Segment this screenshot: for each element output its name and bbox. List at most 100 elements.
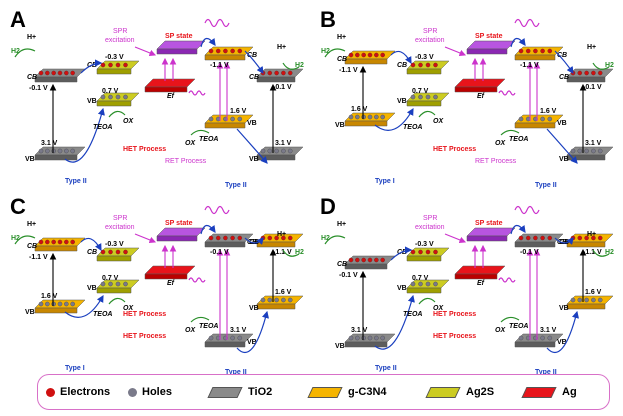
reduction-curl <box>282 62 300 70</box>
ag-block-top <box>454 78 506 88</box>
h-plus-label: H+ <box>27 221 36 228</box>
sp-state-band <box>466 40 516 55</box>
ag-block-top <box>144 78 196 88</box>
hole-dot <box>433 281 438 287</box>
fermi-level-label: Ef <box>477 93 485 100</box>
light-wave-icon <box>514 18 540 28</box>
electron-dot <box>287 235 293 241</box>
electron-dot <box>597 235 603 241</box>
electron-dot <box>433 249 438 255</box>
left-cb-potential: -1.1 V <box>29 254 48 261</box>
ret-wave <box>498 90 516 96</box>
far-cb-label: CB <box>559 74 569 81</box>
left-vb-potential: 3.1 V <box>41 140 58 147</box>
right-vb-label: VB <box>247 120 257 127</box>
far-vb-band <box>256 295 304 310</box>
hole-dot <box>418 281 423 287</box>
hole-dot <box>108 281 113 287</box>
electron-dot <box>281 235 286 241</box>
ag-block <box>144 265 196 280</box>
ag2s-cb-band-front <box>406 255 442 262</box>
electron-transfer-curve <box>390 246 413 261</box>
electron-dot <box>577 235 583 241</box>
right-type-label: Type II <box>535 182 557 189</box>
electron-dot <box>584 235 589 241</box>
cb-transfer-curve <box>244 50 264 74</box>
electron-dot <box>57 70 63 76</box>
hole-dot <box>425 281 431 287</box>
electron-dot <box>70 239 75 245</box>
electron-dot <box>274 235 279 241</box>
ag-block-front <box>144 86 188 93</box>
hole-dot <box>540 116 545 122</box>
electron-dot <box>51 239 56 245</box>
reduction-curl <box>14 235 36 245</box>
right-type-label: Type II <box>225 369 247 376</box>
far-vb-band <box>566 295 614 310</box>
left-vb-label: VB <box>335 343 345 350</box>
electron-dot <box>367 257 373 263</box>
sp-transfer-curve <box>510 224 526 235</box>
hole-dot <box>108 94 113 100</box>
h2-label: H2 <box>295 249 304 256</box>
electron-dot <box>287 70 293 76</box>
electron-dot <box>70 70 75 76</box>
electron-dot <box>38 239 44 245</box>
left-cb-band-front <box>344 263 388 270</box>
ag2s-vb-band-front <box>406 100 442 107</box>
far-vb-label: VB <box>559 156 569 163</box>
right-vb-band <box>204 333 254 348</box>
hole-dot <box>237 335 243 341</box>
spr-arrow <box>134 46 157 57</box>
ag2s-vb-band-front <box>96 287 132 294</box>
electron-dot <box>348 52 354 58</box>
het-process-label-upper: HET Process <box>433 311 476 318</box>
cb-transfer-curve <box>554 50 574 74</box>
hole-dot <box>260 297 266 303</box>
left-vb-label: VB <box>25 309 35 316</box>
right-vb-band <box>204 114 254 129</box>
electron-dot <box>45 70 50 76</box>
panel-letter: C <box>10 194 26 219</box>
mid-vb-potential: 0.7 V <box>102 275 119 282</box>
hole-dot <box>38 148 44 154</box>
left-type-label: Type II <box>65 178 87 185</box>
legend-electrons-label: Electrons <box>60 386 111 398</box>
right-vb-potential: 1.6 V <box>540 108 557 115</box>
ag-block-front <box>454 86 498 93</box>
electron-dot <box>361 257 366 263</box>
electron-dot <box>281 70 286 76</box>
panel-letter: D <box>320 194 336 219</box>
hole-dot <box>425 94 431 100</box>
het-process-label: HET Process <box>433 333 476 340</box>
electron-dot <box>274 70 279 76</box>
mid-vb-potential: 0.7 V <box>412 88 429 95</box>
hole-dot <box>51 148 56 154</box>
left-type-label: Type I <box>65 365 85 372</box>
left-vb-band-front <box>34 307 78 314</box>
electron-dot <box>100 62 106 68</box>
hole-dot <box>123 281 128 287</box>
hole-dot <box>361 335 366 341</box>
h-plus-label: H+ <box>27 34 36 41</box>
h-plus-label: H+ <box>277 231 286 238</box>
h-plus-label: H+ <box>587 231 596 238</box>
right-cb-potential: -0.1 V <box>520 249 539 256</box>
right-cb-potential: -1.1 V <box>210 62 229 69</box>
gc3n4-swatch-icon <box>307 386 343 398</box>
vb-transfer-curve <box>546 128 578 164</box>
electron-dot <box>367 52 373 58</box>
ag2s-cb-band-front <box>96 68 132 75</box>
hole-dot <box>267 297 273 303</box>
fermi-level-label: Ef <box>167 93 175 100</box>
spr-label: SPR <box>423 28 437 35</box>
left-cb-band-front <box>34 76 78 83</box>
left-cb-label: CB <box>337 261 347 268</box>
electron-dot <box>518 235 524 241</box>
sp-state-band <box>156 40 206 55</box>
sp-state-band-top <box>156 40 206 50</box>
sp-state-label: SP state <box>165 33 193 40</box>
electron-dot <box>237 48 243 54</box>
light-wave-icon <box>204 18 230 28</box>
ox-label: OX <box>495 140 506 147</box>
